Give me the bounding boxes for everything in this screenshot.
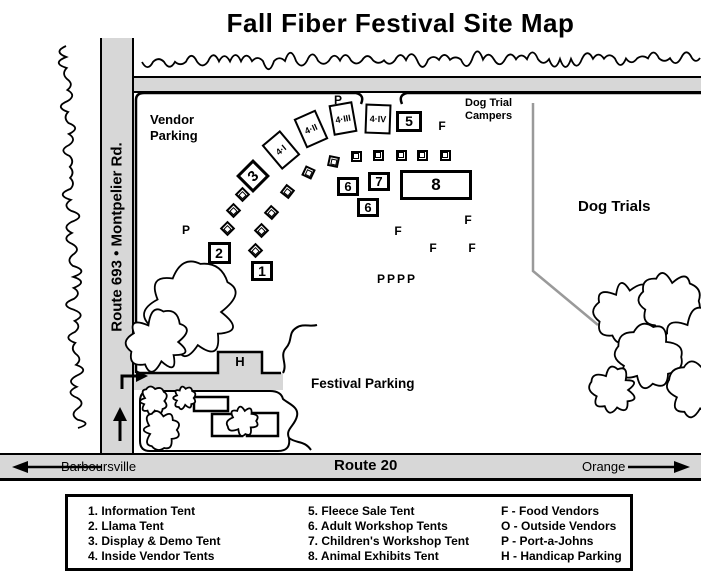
tree-squiggle <box>141 50 701 71</box>
tree-squiggle <box>172 385 197 411</box>
legend-item: O - Outside Vendors <box>501 519 617 533</box>
outside-vendor-square <box>416 149 428 161</box>
tent-4-I: 4·I <box>261 130 301 170</box>
tent-6: 6 <box>337 176 359 196</box>
outside-vendor-square <box>372 149 384 161</box>
legend-item: 5. Fleece Sale Tent <box>308 504 415 518</box>
route20-label: Route 20 <box>334 457 398 474</box>
food-vendor-marker: F <box>429 241 437 255</box>
outside-vendor-square <box>326 154 340 168</box>
tent-8: 8 <box>400 170 472 200</box>
legend-item: 7. Children's Workshop Tent <box>308 534 470 548</box>
tent-6: 6 <box>357 197 379 217</box>
outside-vendor-square <box>253 222 269 238</box>
port-a-john-row-label: PPPP <box>376 272 418 286</box>
outside-vendor-square <box>279 183 295 199</box>
pen-tail-squiggle <box>288 437 312 451</box>
tree-squiggle <box>143 260 237 357</box>
food-vendor-marker: F <box>438 119 446 133</box>
road-route-693 <box>100 38 134 455</box>
tent-4-II: 4·II <box>293 109 329 149</box>
tree-squiggle <box>225 405 259 437</box>
outside-vendor-square <box>263 204 279 220</box>
tree-squiggle <box>637 272 701 334</box>
outside-vendor-square <box>247 242 263 258</box>
outside-vendor-square <box>225 202 241 218</box>
handicap-parking-label: H <box>235 354 245 369</box>
outside-vendor-square <box>234 186 250 202</box>
tree-squiggle <box>588 365 636 414</box>
tree-squiggle <box>57 45 87 429</box>
tent-5: 5 <box>396 110 422 132</box>
legend-item: P - Port-a-Johns <box>501 534 594 548</box>
road-route-693-label: Route 693 • Montpelier Rd. <box>108 142 126 332</box>
road-top <box>134 76 701 93</box>
tree-cluster-pen <box>139 385 259 451</box>
tree-squiggle <box>666 360 701 419</box>
pen-buildings <box>192 395 280 438</box>
legend-item: 2. Llama Tent <box>88 519 164 533</box>
route20-west-label: Barboursville <box>61 459 137 474</box>
lower-pen-outline <box>139 390 299 452</box>
outside-vendor-square <box>395 149 407 161</box>
tent-7: 7 <box>368 171 390 191</box>
legend-item: 1. Information Tent <box>88 504 196 518</box>
tree-squiggle <box>142 410 180 451</box>
legend-item: 8. Animal Exhibits Tent <box>308 549 439 563</box>
dog-trials-label: Dog Trials <box>578 198 651 215</box>
creek-line <box>282 324 318 374</box>
tent-1: 1 <box>251 261 273 281</box>
food-vendor-marker: F <box>464 213 472 227</box>
outside-vendor-square <box>350 150 362 162</box>
tent-4-IV: 4·IV <box>364 103 392 135</box>
map-title: Fall Fiber Festival Site Map <box>226 8 575 38</box>
outside-vendor-square <box>439 149 451 161</box>
tree-squiggle <box>124 308 188 373</box>
outside-vendor-square <box>300 164 316 180</box>
tree-squiggle <box>592 282 661 344</box>
tent-2: 2 <box>207 242 231 264</box>
legend-item: 6. Adult Workshop Tents <box>308 519 448 533</box>
legend-item: 4. Inside Vendor Tents <box>88 549 215 563</box>
festival-parking-label: Festival Parking <box>311 376 415 391</box>
tree-squiggle <box>139 385 168 416</box>
route20-east-label: Orange <box>582 459 626 474</box>
legend-item: F - Food Vendors <box>501 504 599 518</box>
tree-squiggle <box>613 322 683 390</box>
road-route-20 <box>0 453 701 481</box>
legend-item: H - Handicap Parking <box>501 549 622 563</box>
tree-cluster-dog-trials <box>588 272 701 419</box>
tree-line-left <box>57 45 87 429</box>
food-vendor-marker: F <box>394 224 402 238</box>
tree-squiggle <box>661 306 701 384</box>
tree-line-top <box>141 50 701 71</box>
outside-vendor-square <box>219 220 235 236</box>
vendor-parking-label: Vendor Parking <box>150 112 198 143</box>
legend-item: 3. Display & Demo Tent <box>88 534 221 548</box>
port-a-john-marker: P <box>181 223 191 237</box>
food-vendor-marker: F <box>468 241 476 255</box>
festival-driveway <box>134 373 283 390</box>
tent-4-III: 4·III <box>328 100 358 136</box>
dog-trial-campers-label: Dog Trial Campers <box>465 97 513 122</box>
